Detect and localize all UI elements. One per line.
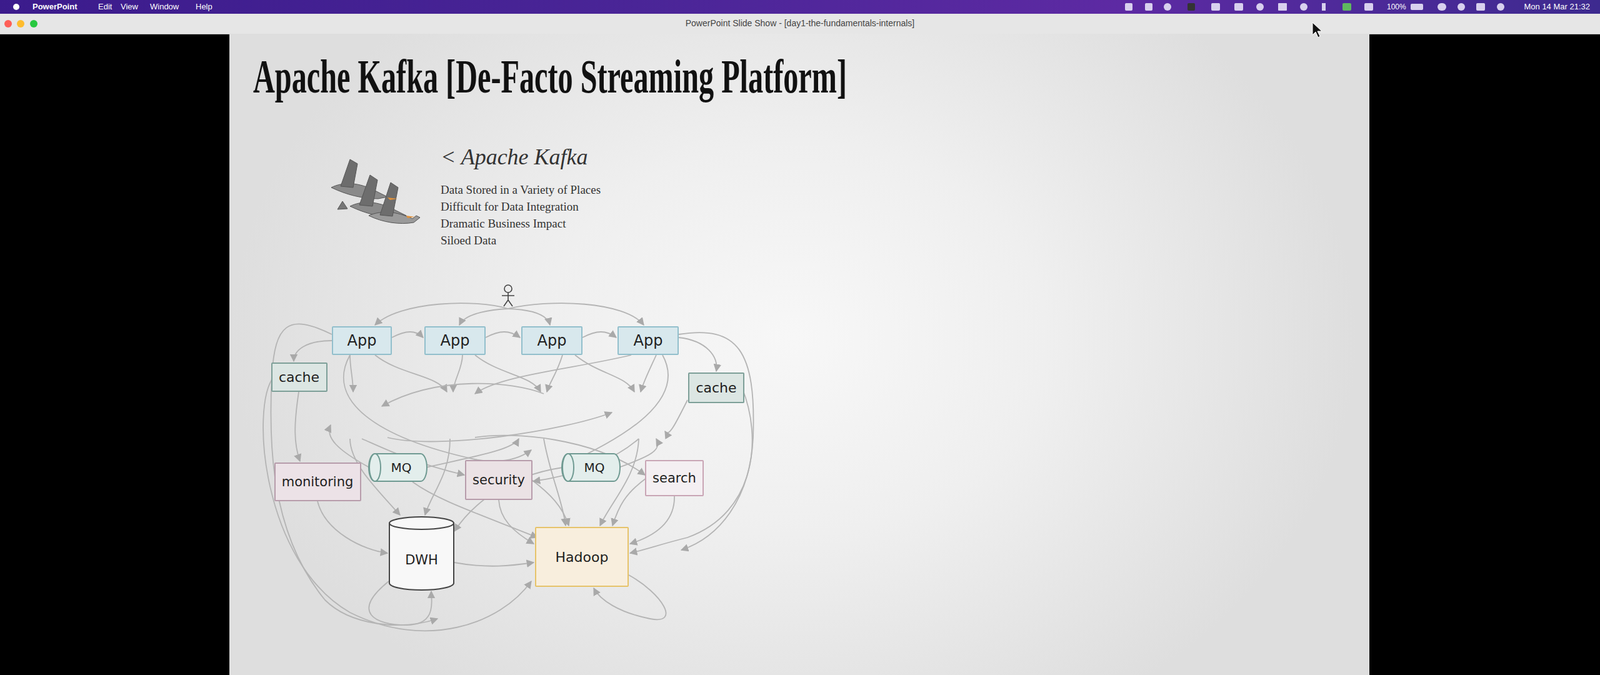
node-label: MQ [584, 460, 605, 475]
bullet-text: Data Stored in a Variety of Places [440, 183, 601, 198]
hadoop-box: Hadoop [535, 526, 629, 587]
queue-cylinder: MQ [561, 453, 620, 482]
node-label: App [537, 331, 567, 350]
node-label: DWH [405, 552, 439, 568]
battery-percent: 100% [1386, 2, 1407, 12]
node-label: monitoring [281, 474, 354, 490]
bullet-text: Difficult for Data Integration [440, 200, 579, 215]
apple-logo [13, 3, 20, 10]
security-box: security [465, 460, 533, 500]
window-title: PowerPoint Slide Show - [day1-the-fundam… [685, 18, 915, 29]
status-icons [1125, 3, 1505, 11]
slide-title: Apache Kafka [De-Facto Streaming Platfor… [253, 50, 847, 103]
node-label: security [472, 472, 525, 488]
user-figure [501, 285, 515, 307]
app-box: App [331, 326, 392, 355]
mouse-cursor [1312, 22, 1322, 38]
monitoring-box: monitoring [274, 462, 362, 502]
node-label: App [440, 331, 470, 350]
search-box: search [645, 460, 704, 497]
node-label: cache [695, 380, 737, 396]
clock: Mon 14 Mar 21:32 [1523, 1, 1590, 12]
spaghetti-connections [263, 303, 754, 631]
node-label: App [347, 331, 377, 350]
geese-illustration [331, 159, 420, 224]
bullet-text: Siloed Data [440, 233, 497, 249]
subheading: < Apache Kafka [440, 143, 589, 171]
bullet-text: Dramatic Business Impact [440, 216, 567, 232]
zoom-button [30, 20, 38, 28]
node-label: MQ [391, 460, 412, 475]
menu-item: Window [150, 1, 179, 12]
cache-box: cache [688, 372, 745, 404]
close-button [4, 20, 12, 28]
menu-item: Edit [98, 1, 112, 12]
cache-box: cache [271, 362, 328, 392]
minimize-button [16, 20, 25, 28]
queue-cylinder: MQ [368, 453, 427, 482]
app-box: App [617, 326, 679, 355]
menu-item: Help [195, 1, 213, 12]
node-label: search [652, 470, 697, 486]
node-label: Hadoop [555, 549, 609, 565]
warehouse-cylinder: DWH [388, 516, 455, 590]
app-box: App [424, 326, 486, 355]
menu-bar [0, 0, 1600, 14]
node-label: cache [278, 369, 320, 385]
menu-item: View [120, 1, 139, 12]
node-label: App [633, 331, 664, 350]
app-box: App [521, 326, 583, 355]
menu-app-name: PowerPoint [32, 1, 78, 12]
